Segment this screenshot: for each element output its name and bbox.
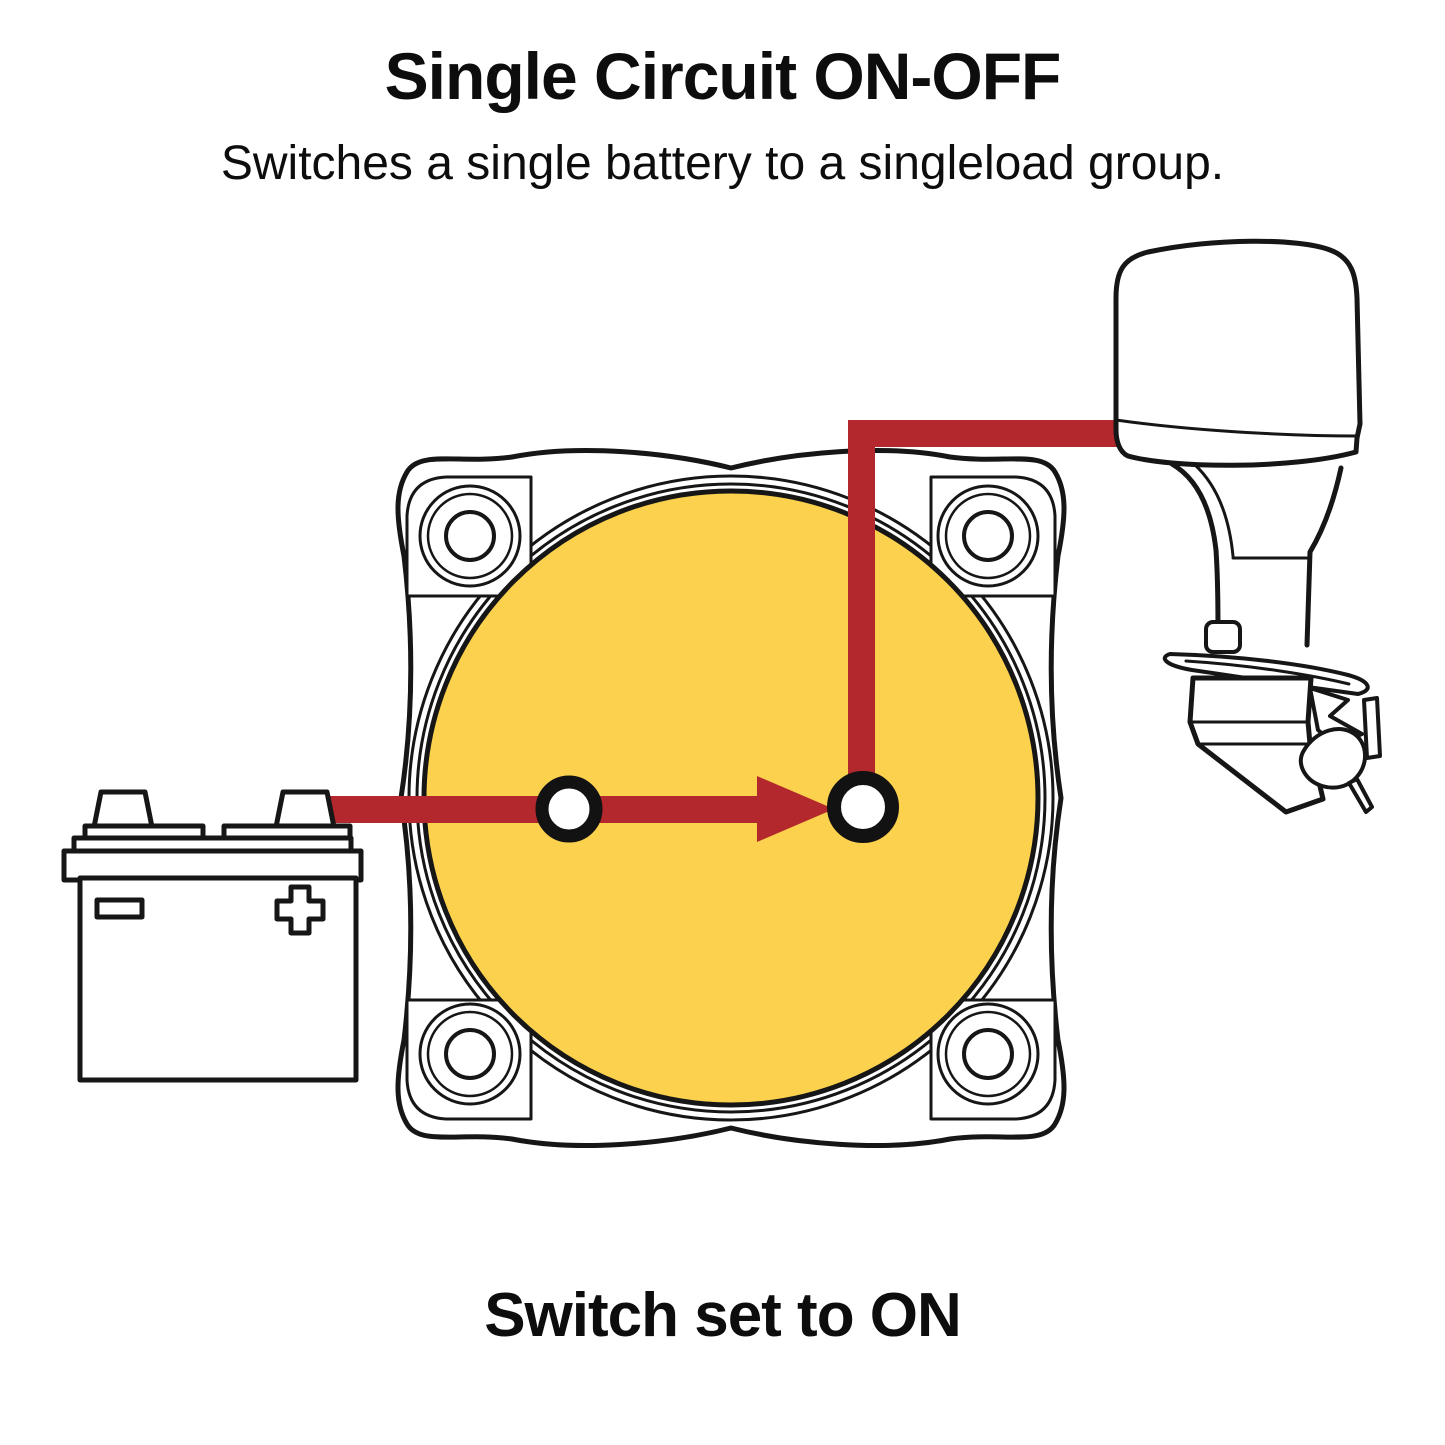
battery-post-positive <box>273 789 337 830</box>
page-subtitle: Switches a single battery to a singleloa… <box>220 137 1225 190</box>
state-caption: Switch set to ON <box>484 1281 962 1350</box>
bolt-hole-bottom-left <box>418 1002 522 1106</box>
stem-right-edge <box>1304 465 1344 648</box>
bolt-hole-top-left <box>418 484 522 588</box>
stem-clamp-tab <box>1204 620 1242 654</box>
battery-post-negative <box>91 789 155 830</box>
terminal-input[interactable] <box>535 775 603 843</box>
stem-left-inner-line <box>1192 462 1235 558</box>
battery-plus-symbol <box>274 884 326 936</box>
bolt-hole-bottom-right <box>936 1002 1040 1106</box>
terminal-output[interactable] <box>827 771 899 843</box>
plate-accent-line <box>1184 659 1351 686</box>
cowling-seam-line <box>1114 418 1360 438</box>
page-title: Single Circuit ON-OFF <box>384 39 1062 113</box>
wire-arrowhead <box>757 776 834 842</box>
battery-minus-symbol <box>94 897 145 920</box>
outboard-motor-illustration <box>1113 238 1382 815</box>
bolt-hole-top-right <box>936 484 1040 588</box>
motor-cowling <box>1113 238 1363 468</box>
propeller-tip-spike <box>1347 777 1374 814</box>
battery-illustration <box>61 789 364 1083</box>
propeller-blade-right <box>1362 696 1382 760</box>
stem-left-edge <box>1169 461 1221 648</box>
